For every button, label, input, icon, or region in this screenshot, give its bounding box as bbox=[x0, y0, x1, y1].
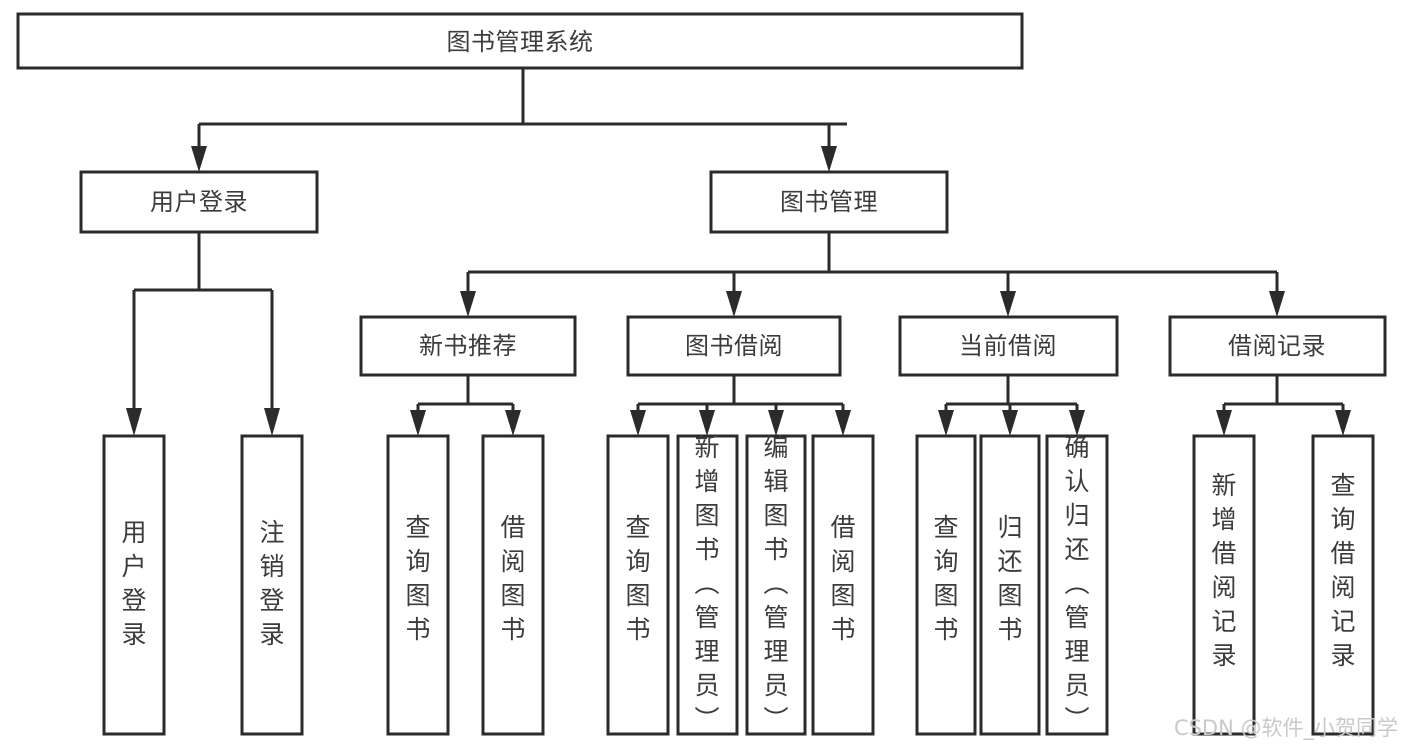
node-current-borrow[interactable]: 当前借阅 bbox=[898, 315, 1119, 377]
node-root[interactable]: 图书管理系统 bbox=[16, 12, 1024, 70]
node-leaf-query-record[interactable]: 查询借阅记录 bbox=[1311, 434, 1375, 736]
node-root-box[interactable] bbox=[16, 12, 1024, 70]
arrowhead-to-leaf-query-book-rec bbox=[410, 410, 426, 436]
node-leaf-query-record-label: 查询借阅记录 bbox=[1330, 471, 1355, 670]
node-leaf-query-book-rec-label: 查询图书 bbox=[405, 513, 430, 644]
node-leaf-add-book-box[interactable] bbox=[676, 434, 739, 736]
arrowhead-to-book-borrow bbox=[726, 291, 742, 317]
node-leaf-query-book-bor-box[interactable] bbox=[606, 434, 670, 736]
node-leaf-borrow-book-rec-box[interactable] bbox=[481, 434, 545, 736]
node-borrow-record-box[interactable] bbox=[1168, 315, 1387, 377]
node-leaf-confirm-return-box[interactable] bbox=[1045, 434, 1109, 736]
node-book-borrow-box[interactable] bbox=[626, 315, 842, 377]
node-leaf-edit-book-box[interactable] bbox=[745, 434, 807, 736]
arrowhead-to-leaf-user-login bbox=[126, 408, 142, 436]
node-user-login-box[interactable] bbox=[79, 170, 319, 234]
node-leaf-query-book-bor-label: 查询图书 bbox=[625, 513, 650, 644]
node-leaf-confirm-return[interactable]: 确认归还︵管理员︶ bbox=[1045, 433, 1109, 736]
node-leaf-logout-label: 注销登录 bbox=[259, 518, 284, 649]
arrowhead-to-leaf-logout bbox=[264, 408, 280, 436]
node-leaf-borrow-book-rec-label: 借阅图书 bbox=[500, 513, 525, 644]
node-book-management-box[interactable] bbox=[709, 170, 949, 234]
node-leaf-return-book-label: 归还图书 bbox=[997, 513, 1022, 644]
node-current-borrow-label: 当前借阅 bbox=[959, 332, 1057, 360]
node-new-book-recommend-label: 新书推荐 bbox=[419, 332, 517, 360]
node-root-label: 图书管理系统 bbox=[447, 28, 594, 56]
arrowhead-to-leaf-borrow-book-bor bbox=[835, 410, 851, 436]
arrowhead-to-user-login bbox=[191, 146, 207, 172]
arrowhead-to-leaf-edit-book bbox=[768, 410, 784, 436]
node-leaf-query-book-rec[interactable]: 查询图书 bbox=[386, 434, 450, 736]
arrowhead-to-leaf-query-record bbox=[1335, 410, 1351, 436]
node-leaf-query-book-cur-label: 查询图书 bbox=[933, 513, 958, 644]
node-borrow-record-label: 借阅记录 bbox=[1228, 332, 1326, 360]
arrowhead-to-leaf-query-book-bor bbox=[630, 410, 646, 436]
node-borrow-record[interactable]: 借阅记录 bbox=[1168, 315, 1387, 377]
node-leaf-user-login[interactable]: 用户登录 bbox=[102, 434, 166, 736]
node-leaf-logout-box[interactable] bbox=[240, 434, 304, 736]
node-book-management-label: 图书管理 bbox=[780, 188, 878, 216]
node-leaf-query-book-cur-box[interactable] bbox=[915, 434, 977, 736]
arrowhead-to-leaf-query-book-cur bbox=[938, 410, 954, 436]
csdn-watermark: CSDN @软件_小贺同学 bbox=[1174, 716, 1398, 741]
node-book-borrow-label: 图书借阅 bbox=[685, 332, 783, 360]
node-leaf-return-book-box[interactable] bbox=[979, 434, 1041, 736]
node-leaf-user-login-box[interactable] bbox=[102, 434, 166, 736]
node-leaf-add-record-box[interactable] bbox=[1192, 434, 1256, 736]
node-leaf-add-book-label: 新增图书︵管理员︶ bbox=[694, 433, 719, 734]
arrowheads-layer bbox=[126, 146, 1351, 436]
arrowhead-to-leaf-add-record bbox=[1216, 410, 1232, 436]
arrowhead-to-new-book-recommend bbox=[460, 291, 476, 317]
node-leaf-query-book-bor[interactable]: 查询图书 bbox=[606, 434, 670, 736]
node-leaf-add-record[interactable]: 新增借阅记录 bbox=[1192, 434, 1256, 736]
arrowhead-to-book-management bbox=[821, 146, 837, 172]
node-book-borrow[interactable]: 图书借阅 bbox=[626, 315, 842, 377]
node-leaf-query-book-cur[interactable]: 查询图书 bbox=[915, 434, 977, 736]
node-leaf-logout[interactable]: 注销登录 bbox=[240, 434, 304, 736]
node-leaf-edit-book-label: 编辑图书︵管理员︶ bbox=[763, 433, 788, 734]
node-leaf-add-record-label: 新增借阅记录 bbox=[1211, 471, 1236, 670]
node-leaf-query-book-rec-box[interactable] bbox=[386, 434, 450, 736]
node-leaf-query-record-box[interactable] bbox=[1311, 434, 1375, 736]
node-leaf-user-login-label: 用户登录 bbox=[121, 518, 146, 649]
arrowhead-to-leaf-return-book bbox=[1002, 410, 1018, 436]
node-leaf-edit-book[interactable]: 编辑图书︵管理员︶ bbox=[745, 433, 807, 736]
arrowhead-to-leaf-add-book bbox=[699, 410, 715, 436]
node-leaf-confirm-return-label: 确认归还︵管理员︶ bbox=[1064, 433, 1089, 734]
node-leaf-borrow-book-bor-box[interactable] bbox=[811, 434, 875, 736]
node-leaf-borrow-book-rec[interactable]: 借阅图书 bbox=[481, 434, 545, 736]
node-leaf-borrow-book-bor-label: 借阅图书 bbox=[830, 513, 855, 644]
node-book-management[interactable]: 图书管理 bbox=[709, 170, 949, 234]
node-leaf-add-book[interactable]: 新增图书︵管理员︶ bbox=[676, 433, 739, 736]
arrowhead-to-leaf-confirm-return bbox=[1069, 410, 1085, 436]
arrowhead-to-borrow-record bbox=[1269, 291, 1285, 317]
node-new-book-recommend[interactable]: 新书推荐 bbox=[359, 315, 577, 377]
node-new-book-recommend-box[interactable] bbox=[359, 315, 577, 377]
arrowhead-to-leaf-borrow-book-rec bbox=[505, 410, 521, 436]
arrowhead-to-current-borrow bbox=[1000, 291, 1016, 317]
node-leaf-return-book[interactable]: 归还图书 bbox=[979, 434, 1041, 736]
node-leaf-borrow-book-bor[interactable]: 借阅图书 bbox=[811, 434, 875, 736]
node-current-borrow-box[interactable] bbox=[898, 315, 1119, 377]
node-user-login[interactable]: 用户登录 bbox=[79, 170, 319, 234]
node-user-login-label: 用户登录 bbox=[150, 188, 248, 216]
